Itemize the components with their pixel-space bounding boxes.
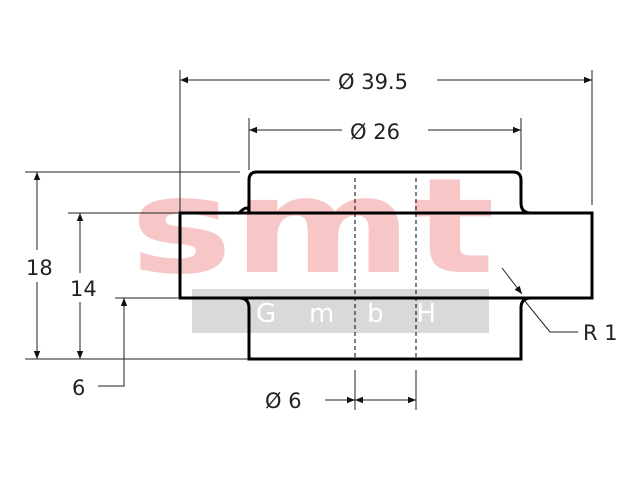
base-height-label: 6 xyxy=(72,376,85,400)
bore-hidden-lines xyxy=(354,178,417,358)
part-outline xyxy=(178,170,594,361)
watermark: smt G m b H xyxy=(130,150,495,333)
outer-diameter-label: Ø 39.5 xyxy=(338,70,408,94)
watermark-logo: smt xyxy=(130,150,495,304)
middle-height-label: 14 xyxy=(70,277,97,301)
dimension-labels: Ø 39.5 Ø 26 Ø 6 18 14 6 R 1 xyxy=(26,70,618,413)
radius-label: R 1 xyxy=(583,321,618,345)
total-height-label: 18 xyxy=(26,256,53,280)
watermark-band xyxy=(192,289,489,333)
dimension-lines xyxy=(25,70,593,410)
bore-diameter-label: Ø 6 xyxy=(265,389,302,413)
inner-diameter-label: Ø 26 xyxy=(350,120,400,144)
